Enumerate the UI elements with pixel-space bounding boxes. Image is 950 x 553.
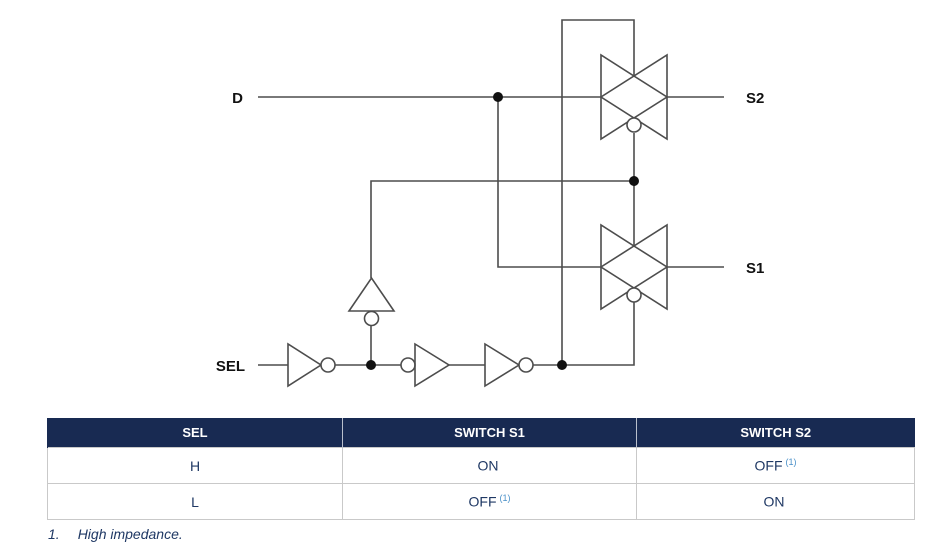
junction-dots — [366, 92, 639, 370]
inversion-bubble — [320, 357, 336, 373]
inversion-bubble — [363, 310, 380, 327]
wire-inverted-control — [370, 180, 634, 278]
transmission-gate-s1 — [599, 223, 669, 311]
footnote-number: 1. — [48, 526, 60, 542]
wire-inv3-out — [533, 302, 635, 366]
footnote-ref: (1) — [785, 457, 797, 468]
d-label: D — [232, 90, 243, 107]
inversion-bubble — [626, 117, 642, 133]
cell-value: ON — [477, 457, 499, 474]
inversion-bubble — [400, 357, 416, 373]
wire-control-top-loop — [561, 19, 635, 365]
inverter-1 — [287, 342, 336, 388]
footnote-text: High impedance. — [77, 526, 183, 542]
s2-label: S2 — [746, 90, 764, 107]
cell-sel: L — [47, 483, 343, 520]
transmission-gate-s2 — [599, 53, 669, 141]
junction-dot — [557, 360, 567, 370]
table-row: H ON OFF(1) — [47, 447, 915, 484]
cell-sel: H — [47, 447, 343, 484]
s1-label: S1 — [746, 260, 764, 277]
cell-value: OFF — [468, 493, 497, 510]
cell-switch-s1: OFF(1) — [342, 483, 637, 520]
junction-dot — [493, 92, 503, 102]
switch-circuit-schematic: D SEL S2 S1 — [216, 19, 764, 388]
inversion-bubble — [626, 287, 642, 303]
inversion-bubble — [518, 357, 534, 373]
sel-label: SEL — [216, 358, 245, 375]
cell-switch-s2: ON — [636, 483, 915, 520]
wire-d-branch — [497, 97, 601, 268]
table-row: L OFF(1) ON — [47, 483, 915, 520]
footnote-ref: (1) — [499, 493, 511, 504]
cell-switch-s2: OFF(1) — [636, 447, 915, 484]
footnote: 1. High impedance. — [48, 526, 183, 542]
col-header-sel: SEL — [47, 418, 343, 448]
truth-table: SEL SWITCH S1 SWITCH S2 H ON OFF(1) L OF… — [47, 418, 915, 520]
col-header-switch-s2: SWITCH S2 — [636, 418, 915, 448]
cell-value: ON — [763, 493, 785, 510]
col-header-switch-s1: SWITCH S1 — [342, 418, 637, 448]
cell-value: OFF — [754, 457, 783, 474]
inverter-3 — [484, 342, 534, 388]
inverter-vertical — [347, 276, 396, 327]
wires — [258, 19, 724, 366]
buffer-2-input-bubble — [400, 342, 451, 388]
junction-dot — [366, 360, 376, 370]
cell-switch-s1: ON — [342, 447, 637, 484]
junction-dot — [629, 176, 639, 186]
table-header-row: SEL SWITCH S1 SWITCH S2 — [47, 418, 915, 448]
